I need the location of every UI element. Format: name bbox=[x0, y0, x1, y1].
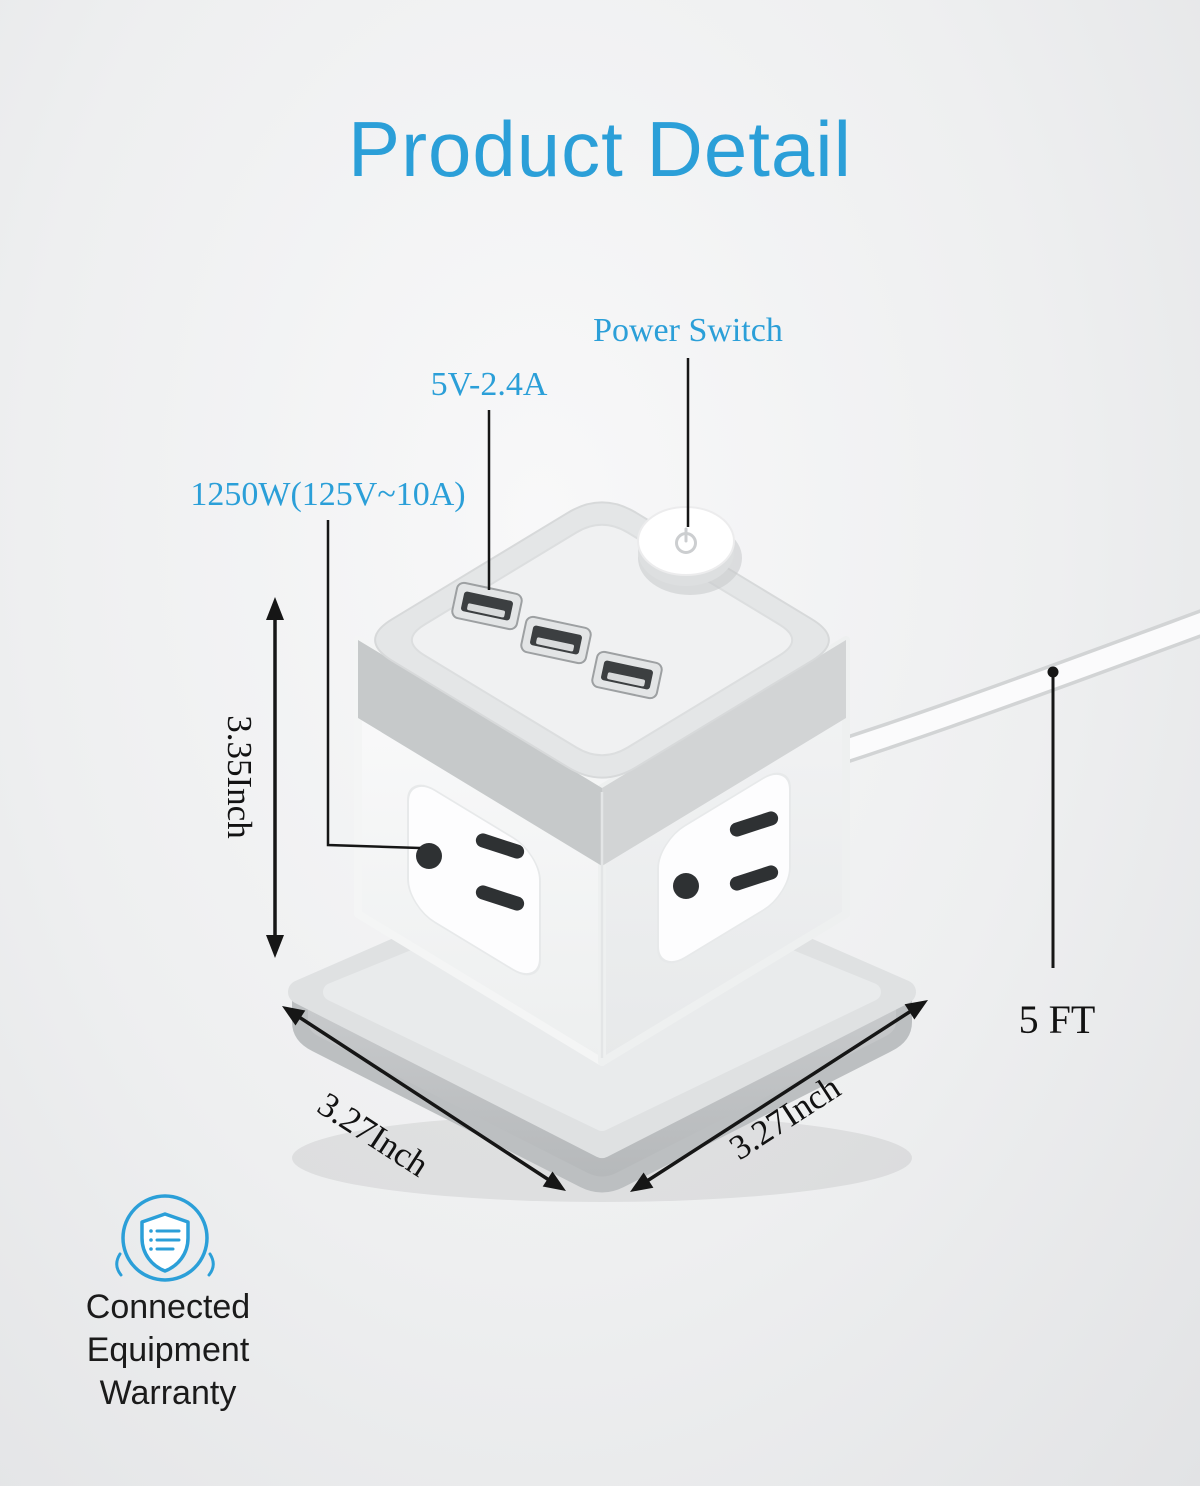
power-button bbox=[637, 506, 742, 595]
outlet-left-slot-2 bbox=[475, 885, 525, 911]
cube-gray-band-right bbox=[602, 640, 846, 866]
warranty-text: Connected Equipment Warranty bbox=[40, 1286, 296, 1414]
power-rating-label: 1250W(125V~10A) bbox=[190, 476, 466, 513]
outlet-left bbox=[407, 784, 541, 976]
shield-document-icon bbox=[115, 1194, 215, 1282]
outlet-right bbox=[657, 772, 791, 964]
cube-gray-band-left bbox=[358, 640, 602, 866]
height-arrow bbox=[266, 597, 284, 958]
outlet-left-slot-1 bbox=[475, 833, 525, 859]
width-arrow-left bbox=[282, 1006, 566, 1191]
usb-port-2 bbox=[520, 615, 592, 665]
usb-output-label: 5V-2.4A bbox=[430, 366, 548, 403]
leader-lines bbox=[326, 358, 690, 850]
page-title: Product Detail bbox=[348, 105, 852, 193]
power-icon bbox=[675, 527, 697, 554]
warranty-line-1: Connected bbox=[85, 1288, 251, 1326]
height-dimension-label: 3.35Inch bbox=[220, 715, 259, 839]
outlet-left-ground-hole bbox=[416, 843, 442, 869]
warranty-line-2: Equipment bbox=[86, 1330, 250, 1369]
usb-port-3 bbox=[591, 650, 663, 700]
cable-length-label: 5 FT bbox=[1018, 997, 1096, 1042]
outlet-right-slot-2 bbox=[729, 865, 779, 891]
wattage-leader bbox=[326, 520, 421, 850]
warranty-line-3: Warranty bbox=[99, 1373, 237, 1412]
usb-port-1 bbox=[451, 581, 523, 631]
power-switch-label: Power Switch bbox=[593, 312, 783, 349]
outlet-right-ground-hole bbox=[673, 873, 699, 899]
outlet-right-slot-1 bbox=[729, 811, 779, 837]
width-arrow-right bbox=[630, 1000, 928, 1192]
cable-length-marker bbox=[1047, 666, 1059, 968]
